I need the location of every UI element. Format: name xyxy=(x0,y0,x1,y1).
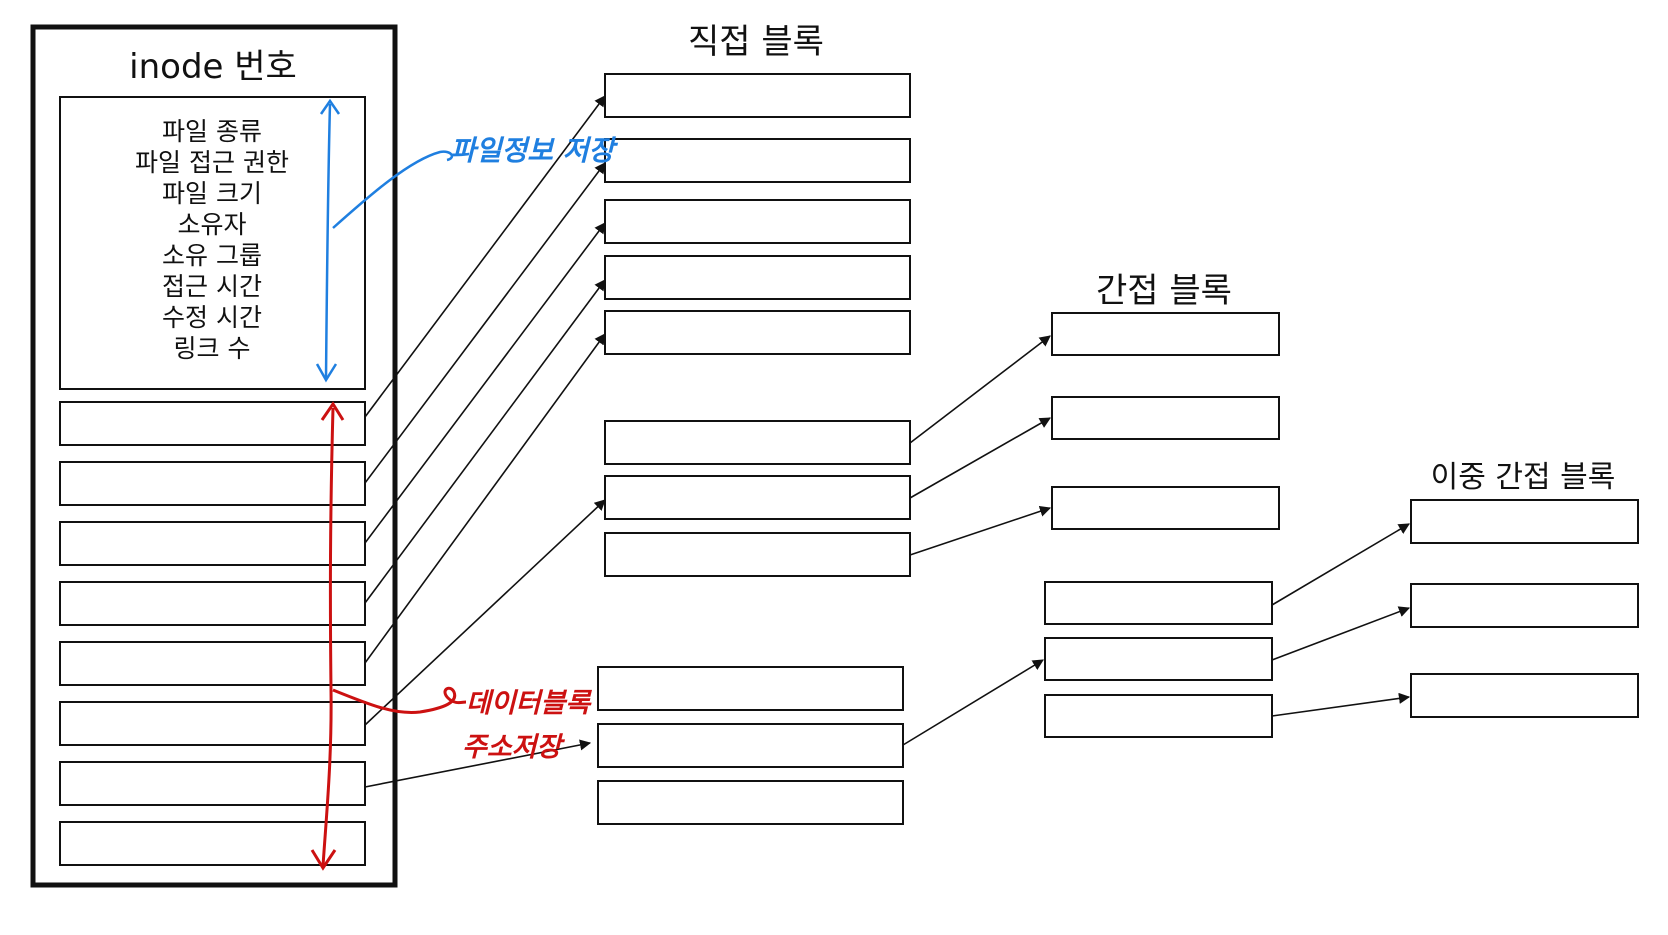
inode-pointer-slot xyxy=(59,401,366,446)
index-entry xyxy=(597,666,904,711)
pointer-arrow xyxy=(1271,523,1410,606)
pointer-arrow xyxy=(364,162,606,484)
pointer-arrow xyxy=(364,95,606,418)
direct-blocks-heading: 직접 블록 xyxy=(688,22,824,62)
data-block-range-arrow xyxy=(321,407,335,867)
double-indirect-data-block xyxy=(1410,673,1639,718)
indirect-data-block xyxy=(1051,396,1280,440)
index-entry xyxy=(1044,581,1273,625)
data-block-range-arrowhead-bottom xyxy=(310,849,337,871)
double-indirect-first-level-block xyxy=(597,666,904,825)
inode-pointer-slot xyxy=(59,581,366,626)
inode-pointer-slot xyxy=(59,701,366,746)
info-field: 링크 수 xyxy=(174,334,251,363)
info-field: 파일 접근 권한 xyxy=(135,148,289,177)
inode-pointer-slot xyxy=(59,461,366,506)
inode-pointer-slot xyxy=(59,521,366,566)
indirect-data-block xyxy=(1051,486,1280,530)
index-entry xyxy=(597,723,904,768)
double-indirect-blocks-heading: 이중 간접 블록 xyxy=(1431,460,1616,495)
inode-info-box xyxy=(59,96,366,390)
info-field: 수정 시간 xyxy=(162,303,262,332)
pointer-arrow xyxy=(1271,692,1411,717)
direct-data-block xyxy=(604,255,911,300)
direct-data-block xyxy=(604,199,911,244)
file-info-leader xyxy=(332,150,454,229)
double-indirect-data-blocks xyxy=(1410,499,1639,718)
indirect-data-block xyxy=(1051,312,1280,356)
pointer-arrow xyxy=(364,739,592,788)
inode-pointer-slot xyxy=(59,761,366,806)
inode-pointer-slot xyxy=(59,821,366,866)
index-entry xyxy=(1044,637,1273,681)
direct-data-block xyxy=(604,310,911,355)
inode-title: inode 번호 xyxy=(129,47,297,87)
pointer-arrow xyxy=(364,333,606,664)
direct-data-block xyxy=(604,138,911,183)
data-block-label-line2: 주소저장 xyxy=(462,732,566,763)
inode: inode 번호 파일 종류 파일 접근 권한 파일 크기 소유자 소유 그룹 … xyxy=(30,24,398,888)
double-indirect-second-level-block xyxy=(1044,581,1273,738)
info-field: 접근 시간 xyxy=(162,272,262,301)
file-info-range-arrow xyxy=(324,103,332,379)
double-indirect-data-block xyxy=(1410,499,1639,544)
pointer-arrow xyxy=(364,279,606,604)
file-info-annotation: 파일정보 저장 xyxy=(315,98,619,383)
file-info-range-arrowhead-top xyxy=(319,98,341,115)
data-block-address-annotation: 데이터블록 주소저장 xyxy=(310,401,592,871)
single-indirect-index-block xyxy=(604,420,911,577)
info-field: 파일 종류 xyxy=(162,117,262,146)
inode-pointer-slots xyxy=(59,401,366,866)
index-entry xyxy=(604,475,911,520)
pointer-arrow xyxy=(909,335,1051,444)
index-entry xyxy=(597,780,904,825)
inode-info-fields: 파일 종류 파일 접근 권한 파일 크기 소유자 소유 그룹 접근 시간 수정 … xyxy=(135,117,289,363)
file-info-range-arrowhead-bottom xyxy=(315,363,338,383)
direct-data-block xyxy=(604,73,911,118)
pointer-arrow xyxy=(902,659,1044,746)
info-field: 소유자 xyxy=(177,210,246,239)
direct-blocks xyxy=(604,73,911,355)
data-block-label-line1: 데이터블록 xyxy=(466,688,592,719)
index-entry xyxy=(604,532,911,577)
data-block-range-arrowhead-top xyxy=(320,401,345,421)
pointer-arrow xyxy=(1271,606,1411,661)
pointer-arrow xyxy=(909,505,1052,556)
file-info-label: 파일정보 저장 xyxy=(450,134,619,167)
indirect-data-blocks xyxy=(1051,312,1280,530)
pointer-arrow xyxy=(364,499,606,726)
index-entry xyxy=(604,420,911,465)
data-block-leader xyxy=(332,686,467,715)
info-field: 파일 크기 xyxy=(162,179,262,208)
double-indirect-data-block xyxy=(1410,583,1639,628)
indirect-blocks-heading: 간접 블록 xyxy=(1096,271,1232,311)
index-entry xyxy=(1044,694,1273,738)
pointer-arrow xyxy=(909,417,1051,499)
pointer-arrow xyxy=(364,222,606,544)
inode-pointer-slot xyxy=(59,641,366,686)
pointer-arrows xyxy=(364,95,1411,788)
info-field: 소유 그룹 xyxy=(162,241,262,270)
